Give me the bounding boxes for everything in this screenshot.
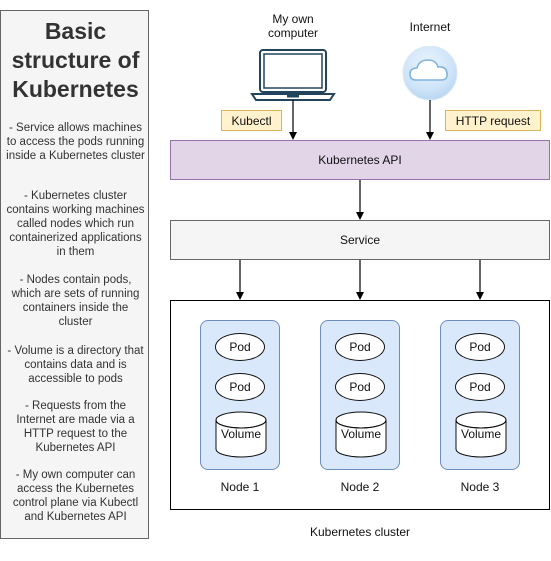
volume-cylinder <box>335 411 387 458</box>
node-name: Node 1 <box>220 480 260 494</box>
volume-label: Volume <box>460 427 502 441</box>
pod-label: Pod <box>229 340 251 354</box>
pod-label: Pod <box>229 380 251 394</box>
pod: Pod <box>455 373 505 401</box>
pod-label: Pod <box>349 380 371 394</box>
title-line: Kubernetes <box>12 76 139 102</box>
pod: Pod <box>455 333 505 361</box>
volume-cylinder <box>455 411 507 458</box>
node-1: Pod Pod Volume <box>200 320 280 470</box>
pod-label: Pod <box>469 340 491 354</box>
note-computer: - My own computer can access the Kuberne… <box>12 469 139 523</box>
title-line: structure of <box>11 47 140 73</box>
volume-label: Volume <box>220 427 262 441</box>
http-request-label: HTTP request <box>445 110 541 131</box>
cluster-label: Kubernetes cluster <box>309 525 411 539</box>
title-line: Basic <box>44 18 107 44</box>
internet-label: Internet <box>409 20 451 34</box>
note-requests: - Requests from the Internet are made vi… <box>16 400 135 454</box>
kubectl-text: Kubectl <box>231 113 272 128</box>
node-name: Node 3 <box>460 480 500 494</box>
node-name: Node 2 <box>340 480 380 494</box>
pod: Pod <box>335 333 385 361</box>
kubectl-label: Kubectl <box>221 110 282 131</box>
kubernetes-api-box: Kubernetes API <box>170 140 550 180</box>
cloud-icon <box>402 46 458 101</box>
note-cluster: - Kubernetes cluster contains working ma… <box>6 190 145 258</box>
computer-label: My own computer <box>267 12 319 40</box>
service-box: Service <box>170 220 550 260</box>
volume-label: Volume <box>340 427 382 441</box>
service-label: Service <box>339 233 380 247</box>
sidebar-title: Basic structure of Kubernetes <box>1 17 150 104</box>
note-nodes: - Nodes contain pods, which are sets of … <box>11 274 140 328</box>
note-volume: - Volume is a directory that contains da… <box>7 345 144 385</box>
sidebar-panel: Basic structure of Kubernetes - Service … <box>0 10 149 539</box>
pod: Pod <box>215 373 265 401</box>
pod: Pod <box>215 333 265 361</box>
pod: Pod <box>335 373 385 401</box>
http-request-text: HTTP request <box>455 113 531 128</box>
kubernetes-api-label: Kubernetes API <box>318 153 402 167</box>
laptop-icon <box>250 49 336 101</box>
node-3: Pod Pod Volume <box>440 320 520 470</box>
pod-label: Pod <box>349 340 371 354</box>
pod-label: Pod <box>469 380 491 394</box>
note-service: - Service allows machines to access the … <box>6 122 145 162</box>
node-2: Pod Pod Volume <box>320 320 400 470</box>
volume-cylinder <box>215 411 267 458</box>
